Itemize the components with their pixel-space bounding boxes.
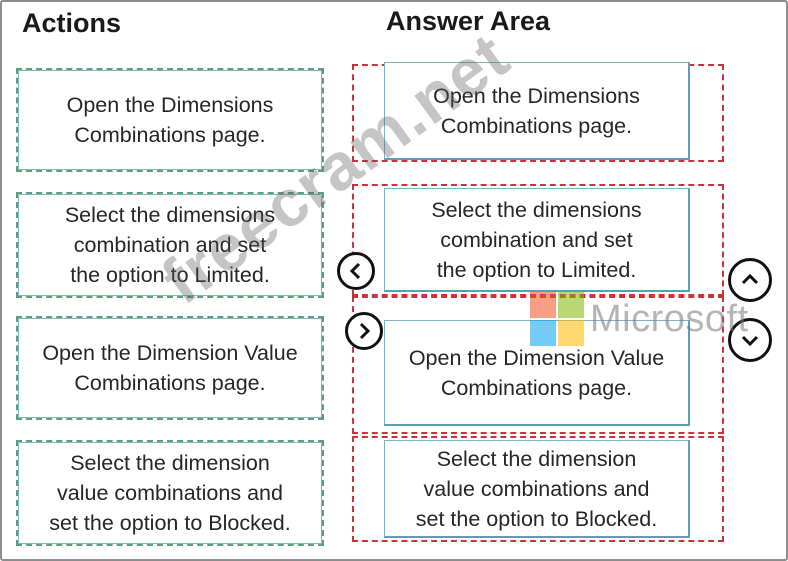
action-item[interactable]: Select the dimensions combination and se… (16, 192, 324, 298)
answer-item-label: Select the dimension value combinations … (415, 446, 658, 531)
action-item[interactable]: Open the Dimensions Combinations page. (16, 68, 324, 172)
move-down-button[interactable] (728, 318, 772, 362)
action-item-label: Select the dimension value combinations … (49, 451, 291, 535)
action-item-label: Open the Dimension Value Combinations pa… (42, 341, 298, 395)
microsoft-logo-icon (530, 292, 584, 346)
chevron-right-icon (359, 322, 371, 340)
answer-item[interactable]: Select the dimensions combination and se… (384, 188, 690, 292)
answer-item[interactable]: Open the Dimension Value Combinations pa… (384, 320, 690, 426)
actions-heading: Actions (22, 8, 122, 38)
move-right-button[interactable] (345, 312, 383, 350)
microsoft-logo: Microsoft (530, 292, 749, 346)
answer-item-label: Select the dimensions combination and se… (431, 197, 642, 282)
action-item-label: Select the dimensions combination and se… (64, 203, 276, 287)
action-item[interactable]: Open the Dimension Value Combinations pa… (16, 316, 324, 420)
action-item[interactable]: Select the dimension value combinations … (16, 440, 324, 546)
action-item-label: Open the Dimensions Combinations page. (66, 93, 274, 147)
answer-slot[interactable] (352, 436, 724, 542)
answer-area-heading: Answer Area (386, 6, 551, 36)
answer-item[interactable]: Select the dimension value combinations … (384, 440, 690, 538)
answer-item-label: Open the Dimensions Combinations page. (433, 83, 640, 138)
microsoft-logo-text: Microsoft (590, 297, 749, 340)
chevron-up-icon (741, 273, 759, 285)
move-up-button[interactable] (728, 258, 772, 302)
chevron-down-icon (741, 335, 759, 347)
move-left-button[interactable] (337, 252, 375, 290)
answer-item-label: Open the Dimension Value Combinations pa… (408, 345, 665, 400)
answer-item[interactable]: Open the Dimensions Combinations page. (384, 62, 690, 160)
chevron-left-icon (349, 262, 361, 280)
